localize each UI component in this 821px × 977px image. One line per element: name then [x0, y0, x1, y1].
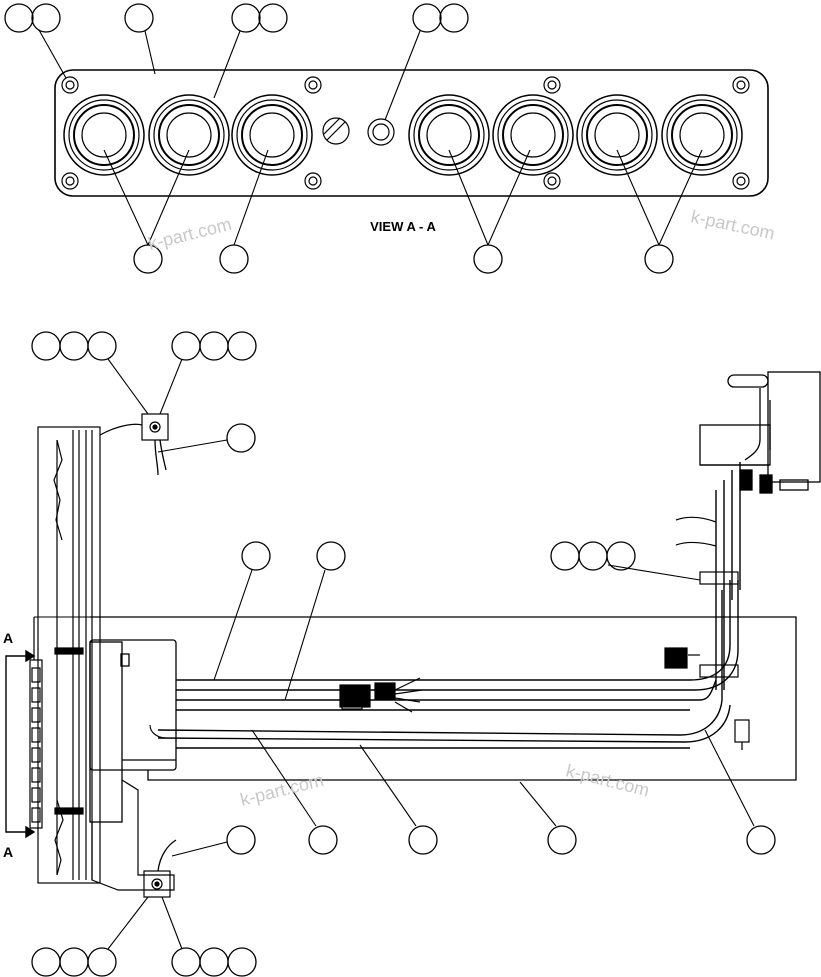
view-a-a: VIEW A - A — [4, 3, 769, 274]
lower-bracket — [91, 779, 175, 891]
harness-clamp-lower — [699, 664, 739, 678]
receptacle-1 — [63, 94, 145, 176]
cable-upper-stub — [99, 423, 143, 436]
blanking-plug — [322, 117, 350, 145]
mounting-tray — [90, 616, 797, 781]
receptacle-3 — [231, 94, 313, 176]
connector-strip — [29, 659, 43, 829]
riser-harness — [715, 462, 741, 690]
clip-bracket-upper — [141, 413, 169, 441]
watermark-4: k-part.com — [564, 760, 651, 800]
clip-bracket-lower — [143, 870, 171, 898]
connector-plate — [54, 69, 769, 197]
vertical-panel — [37, 426, 101, 884]
section-label-top: A — [3, 630, 13, 646]
receptacle-4 — [408, 94, 490, 176]
callout-balloons-main — [31, 331, 776, 977]
section-label-bottom: A — [3, 844, 13, 860]
watermark-2: k-part.com — [689, 206, 776, 243]
junction-box — [699, 371, 821, 494]
relay-block — [664, 647, 750, 750]
cable-lower-stub — [157, 839, 177, 872]
leader-lines-top — [38, 29, 703, 246]
receptacle-7 — [661, 94, 743, 176]
watermarks: k-part.com k-part.com k-part.com k-part.… — [146, 206, 776, 810]
watermark-3: k-part.com — [238, 770, 325, 810]
section-arrow-a — [5, 649, 36, 839]
inline-connectors — [339, 677, 423, 713]
view-label: VIEW A - A — [370, 219, 436, 234]
main-assembly: A A — [3, 331, 821, 977]
receptacle-6 — [576, 94, 658, 176]
plate-mounting-holes — [61, 76, 750, 190]
leader-lines-main — [107, 358, 755, 950]
vent-fitting — [367, 118, 395, 146]
receptacle-2 — [148, 94, 230, 176]
receptacle-5 — [492, 94, 574, 176]
cable-harness — [149, 580, 739, 749]
control-box — [89, 639, 177, 823]
harness-clamp-upper — [699, 571, 739, 585]
